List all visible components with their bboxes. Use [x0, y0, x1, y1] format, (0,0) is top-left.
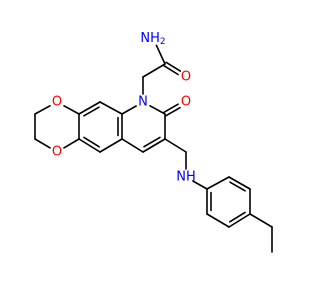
- single-bond-37: [249, 213, 273, 228]
- double-bond-inner-6: [83, 106, 100, 117]
- atom-text-o-diox-top: O: [52, 95, 62, 110]
- atom-text-n-ring: N: [138, 95, 148, 110]
- single-bond-36: [206, 176, 230, 190]
- single-bond-5: [78, 101, 101, 115]
- single-bond-17: [142, 138, 166, 153]
- double-bond-inner-32: [229, 211, 246, 223]
- single-bond-34: [228, 176, 251, 190]
- double-bond-inner-12: [83, 136, 100, 148]
- single-bond-19: [121, 138, 144, 153]
- atom-text-o-diox-bot: O: [52, 145, 62, 160]
- atom-label-n-ring: N: [138, 95, 148, 110]
- atom-text-o-amide: O: [181, 70, 191, 85]
- single-bond-15: [149, 105, 166, 115]
- atom-label-o-diox-bot: O: [52, 145, 62, 160]
- atom-label-o-amide: O: [181, 70, 191, 85]
- double-bond-b-24: [165, 61, 182, 72]
- single-bond-23: [155, 44, 166, 65]
- atom-label-nh2: NH2: [140, 31, 165, 48]
- single-bond-27: [192, 180, 208, 190]
- single-bond-2: [34, 138, 51, 149]
- single-bond-7: [99, 101, 123, 115]
- single-bond-25: [164, 138, 187, 153]
- double-bond-a-24: [163, 64, 179, 76]
- single-bond-3: [63, 105, 80, 115]
- bond-layer: [34, 44, 273, 253]
- single-bond-31: [228, 213, 251, 228]
- atom-text-nh-amine: NH: [176, 170, 196, 185]
- atom-label-o-diox-top: O: [52, 95, 62, 110]
- double-bond-inner-35: [229, 181, 246, 192]
- single-bond-22: [142, 63, 166, 78]
- double-bond-b-20: [163, 103, 179, 114]
- single-bond-0: [34, 105, 51, 115]
- canvas-background: [0, 0, 300, 300]
- atom-text-nh2: NH2: [140, 31, 165, 48]
- atom-text-o-ketone: O: [181, 95, 191, 110]
- single-bond-11: [78, 138, 101, 153]
- single-bond-4: [63, 138, 80, 149]
- double-bond-a-20: [165, 106, 181, 117]
- single-bond-10: [99, 138, 123, 153]
- single-bond-14: [121, 105, 137, 115]
- double-bond-inner-18: [143, 136, 161, 148]
- atom-label-nh-amine: NH: [176, 170, 196, 185]
- single-bond-30: [206, 213, 230, 228]
- atom-label-o-ketone: O: [181, 95, 191, 110]
